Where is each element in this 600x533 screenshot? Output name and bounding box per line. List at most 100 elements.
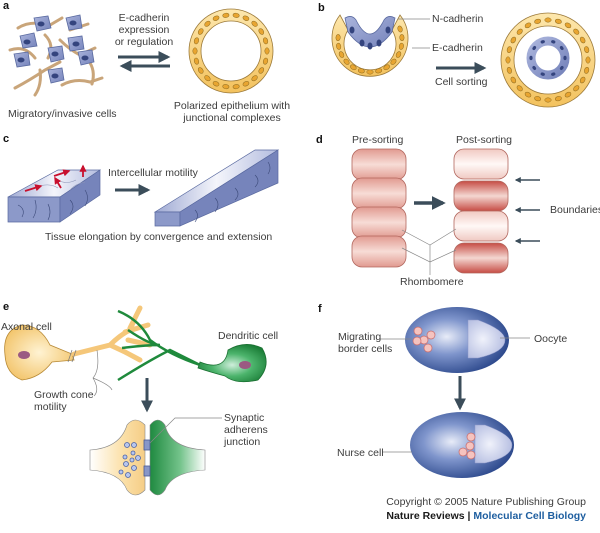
e-cadherin-label-b: E-cadherin bbox=[432, 42, 483, 54]
e-cadherin-label-line1: E-cadherin bbox=[118, 12, 170, 24]
cell-nucleus bbox=[397, 25, 403, 33]
panel-letter-a: a bbox=[3, 0, 10, 12]
cell-nucleus bbox=[534, 96, 542, 102]
cell-nucleus bbox=[554, 18, 562, 24]
leader-growth-cone bbox=[92, 349, 113, 397]
cell-nucleus bbox=[258, 28, 265, 35]
tissue-block-before bbox=[7, 169, 102, 223]
border-cells-bottom bbox=[458, 432, 476, 460]
n-cadherin-label: N-cadherin bbox=[432, 13, 484, 25]
cell-nucleus bbox=[193, 37, 200, 45]
cell-nucleus bbox=[564, 91, 572, 98]
growth-cone-line2: motility bbox=[34, 401, 67, 413]
journal-line: Nature Reviews | Molecular Cell Biology bbox=[386, 510, 586, 522]
journal-name: Molecular Cell Biology bbox=[473, 510, 586, 522]
cell-nucleus bbox=[338, 51, 345, 58]
copyright-line: Copyright © 2005 Nature Publishing Group bbox=[386, 496, 586, 508]
border-cells-top bbox=[412, 326, 436, 353]
boundary-arrows bbox=[514, 177, 540, 244]
cell-nucleus bbox=[563, 55, 567, 61]
cell-nucleus bbox=[383, 64, 390, 71]
rhombomere-label: Rhombomere bbox=[400, 276, 464, 288]
synaptic-line2: adherens bbox=[224, 424, 268, 436]
cell-nucleus bbox=[559, 65, 564, 71]
cell-nucleus bbox=[506, 66, 512, 74]
synaptic-junction-label: Synaptic adherens junction bbox=[224, 412, 268, 448]
cell-nucleus bbox=[242, 15, 250, 21]
boundaries-label: Boundaries bbox=[550, 204, 600, 216]
red-motility-arrows bbox=[24, 164, 87, 192]
migrating-border-cells-label: Migrating border cells bbox=[338, 331, 392, 355]
tissue-elongation-caption: Tissue elongation by convergence and ext… bbox=[45, 231, 273, 243]
cell-nucleus bbox=[258, 67, 265, 74]
cell-nucleus bbox=[357, 68, 365, 74]
adherens-junction-top bbox=[143, 439, 151, 451]
leader-synaptic bbox=[149, 417, 222, 444]
cell-nucleus bbox=[516, 85, 523, 92]
panel-letter-c: c bbox=[3, 133, 10, 145]
cell-nucleus bbox=[232, 12, 240, 18]
cell-nucleus bbox=[336, 42, 342, 50]
cell-nucleus bbox=[251, 75, 258, 82]
cell-nucleus bbox=[197, 67, 204, 74]
cell-nucleus bbox=[584, 46, 590, 54]
cell-nucleus bbox=[506, 46, 512, 54]
e-cadherin-label: E-cadherin expression or regulation bbox=[110, 12, 178, 48]
cell-nucleus bbox=[579, 76, 586, 84]
intercellular-motility-label: Intercellular motility bbox=[108, 167, 198, 179]
post-sorting-label: Post-sorting bbox=[456, 134, 513, 146]
cell-nucleus bbox=[193, 57, 200, 65]
cell-nucleus bbox=[212, 81, 220, 87]
cell-nucleus bbox=[516, 28, 523, 35]
e-cadherin-label-line3: or regulation bbox=[114, 36, 174, 48]
cell-sorting-label: Cell sorting bbox=[435, 76, 488, 88]
tissue-block-after bbox=[153, 149, 280, 227]
panel-f-artwork bbox=[380, 307, 530, 478]
cell-nucleus bbox=[242, 81, 250, 87]
panel-letter-b: b bbox=[318, 2, 325, 14]
cell-nucleus bbox=[192, 47, 198, 55]
cup-epithelium bbox=[331, 14, 409, 77]
cell-nucleus bbox=[573, 85, 580, 92]
cell-nucleus bbox=[366, 69, 374, 75]
sorted-ring-b bbox=[500, 12, 596, 108]
e-cadherin-label-line2: expression bbox=[118, 24, 170, 36]
axonal-cell bbox=[4, 305, 153, 381]
rhombomere-leaders bbox=[401, 228, 457, 275]
cell-nucleus bbox=[398, 42, 404, 50]
cell-nucleus bbox=[204, 75, 211, 82]
cell-nucleus bbox=[532, 45, 537, 51]
panel-letter-e: e bbox=[3, 301, 10, 313]
oocyte-label: Oocyte bbox=[534, 333, 568, 345]
cell-nucleus bbox=[554, 96, 562, 102]
panel-letter-f: f bbox=[318, 303, 322, 315]
dendritic-cell bbox=[117, 309, 267, 383]
cell-nucleus bbox=[232, 84, 240, 90]
cell-nucleus bbox=[343, 58, 350, 65]
cell-nucleus bbox=[540, 72, 545, 76]
dendritic-cell-label: Dendritic cell bbox=[218, 330, 279, 342]
egg-chamber-bottom bbox=[410, 412, 514, 478]
cell-nucleus bbox=[532, 65, 537, 71]
migratory-cell-bodies bbox=[13, 14, 95, 84]
cell-nucleus bbox=[524, 22, 532, 29]
cell-nucleus bbox=[579, 36, 586, 44]
cell-nucleus bbox=[534, 18, 542, 24]
cell-nucleus bbox=[395, 51, 402, 58]
synapse bbox=[89, 417, 222, 496]
migratory-cells-label: Migratory/invasive cells bbox=[8, 108, 117, 120]
cell-nucleus bbox=[559, 45, 564, 51]
cell-nucleus bbox=[222, 12, 230, 18]
cell-nucleus bbox=[197, 28, 204, 35]
cell-nucleus bbox=[524, 91, 532, 98]
cell-nucleus bbox=[564, 22, 572, 29]
panel-b-artwork bbox=[331, 12, 596, 108]
pre-sorting-label: Pre-sorting bbox=[352, 134, 404, 146]
post-sorting-rhombomeres bbox=[453, 148, 509, 274]
growth-cone-label: Growth cone motility bbox=[34, 389, 94, 413]
synaptic-line1: Synaptic bbox=[224, 412, 265, 424]
cell-nucleus bbox=[212, 15, 220, 21]
cell-nucleus bbox=[585, 56, 591, 64]
migrating-line1: Migrating bbox=[338, 331, 382, 343]
